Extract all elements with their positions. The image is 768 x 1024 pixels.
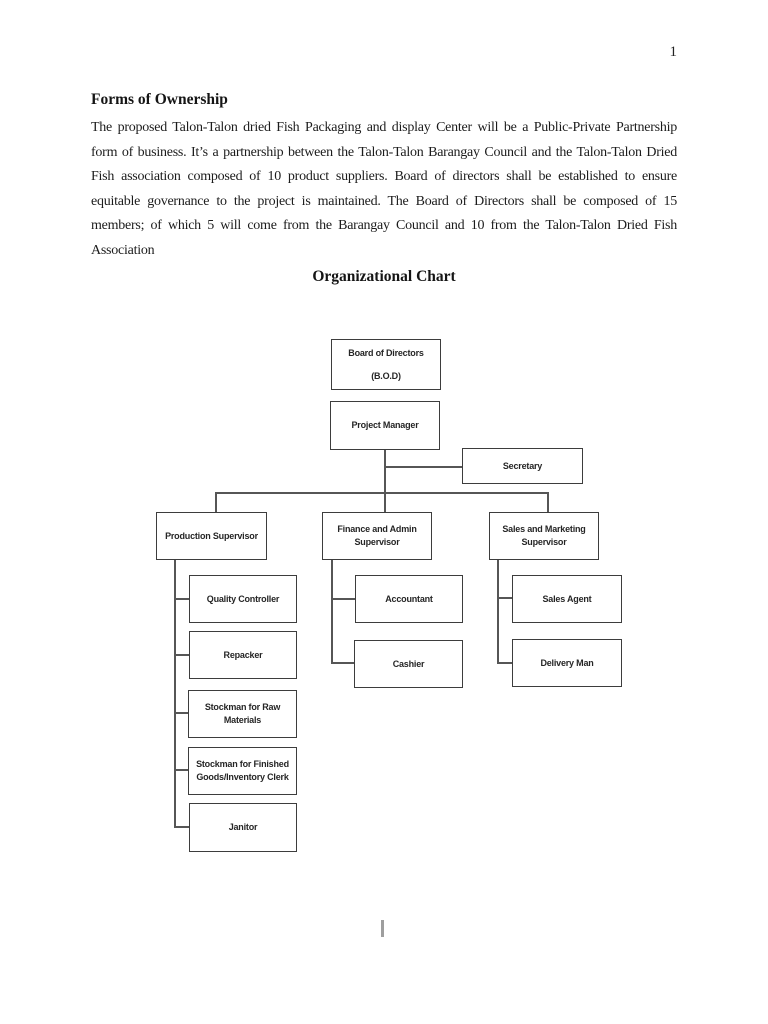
node-delivery-man: Delivery Man — [512, 639, 622, 687]
node-label: Quality Controller — [206, 593, 280, 604]
connector-line — [547, 492, 549, 512]
connector-line — [385, 466, 463, 468]
paragraph-line: equitable governance to the project is m… — [91, 193, 677, 209]
paragraph-line: Association — [91, 242, 155, 258]
node-label: Materials — [223, 715, 262, 725]
paragraph-line: The proposed Talon-Talon dried Fish Pack… — [91, 120, 677, 135]
connector-line — [384, 450, 386, 512]
connector-line — [498, 662, 513, 664]
node-stockman-finished-goods: Stockman for Finished Goods/Inventory Cl… — [188, 747, 297, 795]
node-label: Supervisor — [354, 537, 400, 547]
node-label: Sales Agent — [542, 593, 592, 604]
node-finance-admin-supervisor: Finance and Admin Supervisor — [322, 512, 432, 560]
connector-line — [175, 826, 190, 828]
node-janitor: Janitor — [189, 803, 297, 852]
node-repacker: Repacker — [189, 631, 297, 679]
node-label: Project Manager — [351, 420, 419, 430]
connector-line — [332, 662, 355, 664]
node-label: Production Supervisor — [165, 530, 258, 541]
connector-line — [175, 769, 190, 771]
node-label: Janitor — [228, 822, 258, 832]
node-sales-agent: Sales Agent — [512, 575, 622, 623]
node-label: Delivery Man — [540, 657, 594, 668]
connector-line — [175, 598, 190, 600]
connector-line — [174, 560, 176, 828]
document-heading: Forms of Ownership — [91, 91, 228, 108]
node-accountant: Accountant — [355, 575, 463, 623]
node-label: Repacker — [223, 649, 263, 660]
node-project-manager: Project Manager — [330, 401, 440, 450]
connector-line — [498, 597, 513, 599]
connector-line — [331, 559, 333, 664]
paragraph-line: members; of which 5 will come from the B… — [91, 218, 677, 233]
node-secretary: Secretary — [462, 448, 583, 484]
node-quality-controller: Quality Controller — [189, 575, 297, 623]
node-sales-marketing-supervisor: Sales and Marketing Supervisor — [489, 512, 599, 560]
node-production-supervisor: Production Supervisor — [156, 512, 267, 560]
page-number: 1 — [669, 44, 678, 60]
node-label: Accountant — [385, 593, 433, 604]
paragraph-line: form of business. It’s a partnership bet… — [91, 144, 677, 160]
node-label: Goods/Inventory Clerk — [196, 772, 289, 782]
node-label: Stockman for Finished — [196, 759, 289, 769]
node-label: Cashier — [392, 658, 425, 669]
node-label: Supervisor — [521, 537, 567, 547]
connector-line — [175, 654, 190, 656]
connector-line — [215, 492, 549, 494]
chart-title: Organizational Chart — [312, 268, 456, 285]
node-stockman-raw-materials: Stockman for Raw Materials — [188, 690, 297, 738]
connector-line — [215, 492, 217, 512]
document-paragraph: The proposed Talon-Talon dried Fish Pack… — [91, 116, 677, 263]
connector-line — [175, 712, 190, 714]
node-label: Sales and Marketing — [502, 524, 586, 534]
node-board-of-directors: Board of Directors (B.O.D) — [331, 339, 441, 390]
node-label: Stockman for Raw — [204, 702, 281, 712]
text-cursor — [381, 920, 384, 937]
node-label: (B.O.D) — [371, 370, 401, 381]
connector-line — [332, 598, 356, 600]
node-label: Secretary — [502, 460, 543, 471]
paragraph-line: Fish association composed of 10 product … — [91, 169, 677, 184]
connector-line — [497, 559, 499, 664]
node-cashier: Cashier — [354, 640, 463, 688]
node-label: Board of Directors — [348, 347, 424, 358]
node-label: Finance and Admin — [337, 524, 417, 534]
